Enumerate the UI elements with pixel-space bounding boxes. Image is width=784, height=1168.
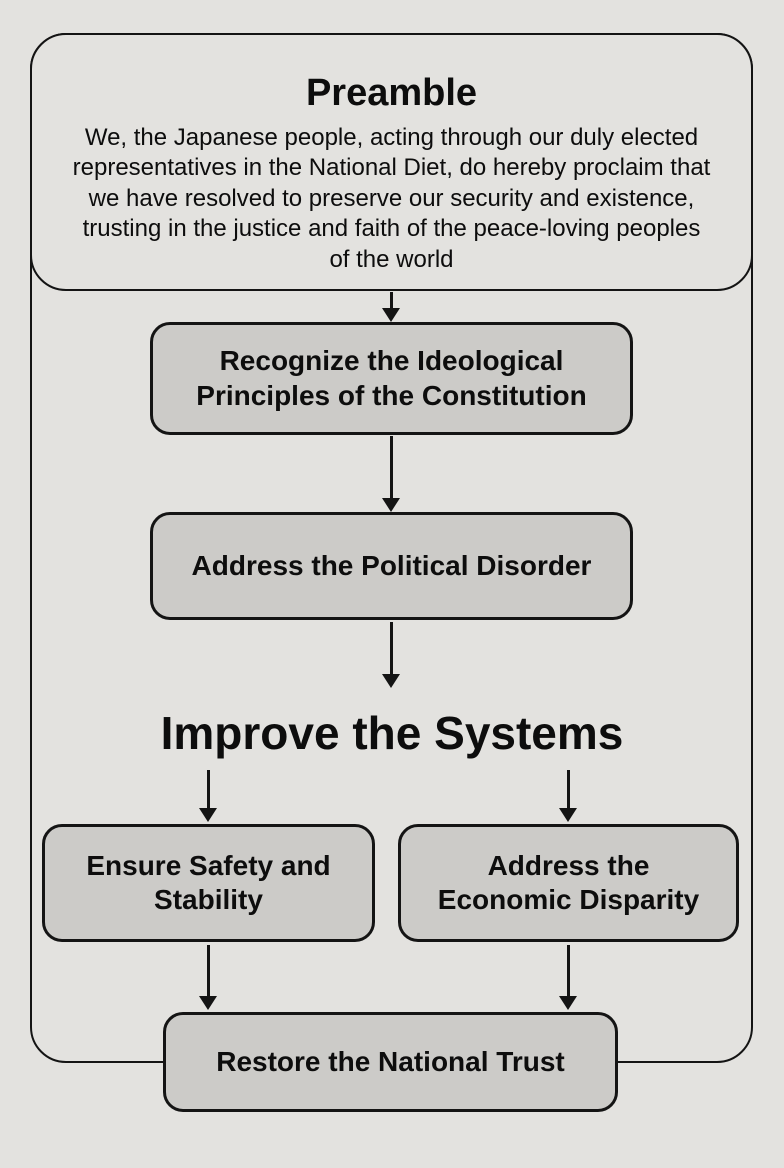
node-address-political-disorder: Address the Political Disorder — [150, 512, 633, 620]
arrow-stem — [566, 945, 570, 996]
arrow-head-icon — [559, 996, 577, 1010]
arrow-economic-to-trust — [558, 945, 578, 1010]
arrow-political-to-improve — [381, 622, 401, 688]
arrow-head-icon — [559, 808, 577, 822]
node-label: Recognize the Ideological Principles of … — [196, 345, 587, 411]
arrow-head-icon — [199, 808, 217, 822]
arrow-improve-to-safety — [198, 770, 218, 822]
arrow-head-icon — [382, 308, 400, 322]
arrow-stem — [389, 622, 393, 674]
node-recognize-ideological-principles: Recognize the Ideological Principles of … — [150, 322, 633, 435]
arrow-stem — [389, 292, 393, 308]
arrow-safety-to-trust — [198, 945, 218, 1010]
node-ensure-safety-stability: Ensure Safety and Stability — [42, 824, 375, 942]
arrow-head-icon — [382, 674, 400, 688]
arrow-stem — [206, 770, 210, 808]
arrow-improve-to-economic — [558, 770, 578, 822]
node-label: Address the Political Disorder — [191, 549, 592, 581]
preamble-body-text: We, the Japanese people, acting through … — [72, 123, 711, 273]
preamble-title: Preamble — [305, 72, 478, 114]
preamble-box: Preamble We, the Japanese people, acting… — [30, 33, 753, 291]
arrow-stem — [389, 436, 393, 498]
arrow-head-icon — [199, 996, 217, 1010]
node-address-economic-disparity: Address the Economic Disparity — [398, 824, 739, 942]
arrow-head-icon — [382, 498, 400, 512]
arrow-stem — [566, 770, 570, 808]
node-label: Restore the National Trust — [216, 1045, 565, 1077]
node-restore-national-trust: Restore the National Trust — [163, 1012, 618, 1112]
heading-improve-the-systems: Improve the Systems — [160, 707, 624, 759]
arrow-preamble-to-recognize — [381, 292, 401, 322]
arrow-stem — [206, 945, 210, 996]
node-label: Ensure Safety and Stability — [86, 849, 331, 915]
arrow-recognize-to-political — [381, 436, 401, 512]
node-label: Address the Economic Disparity — [437, 849, 700, 915]
